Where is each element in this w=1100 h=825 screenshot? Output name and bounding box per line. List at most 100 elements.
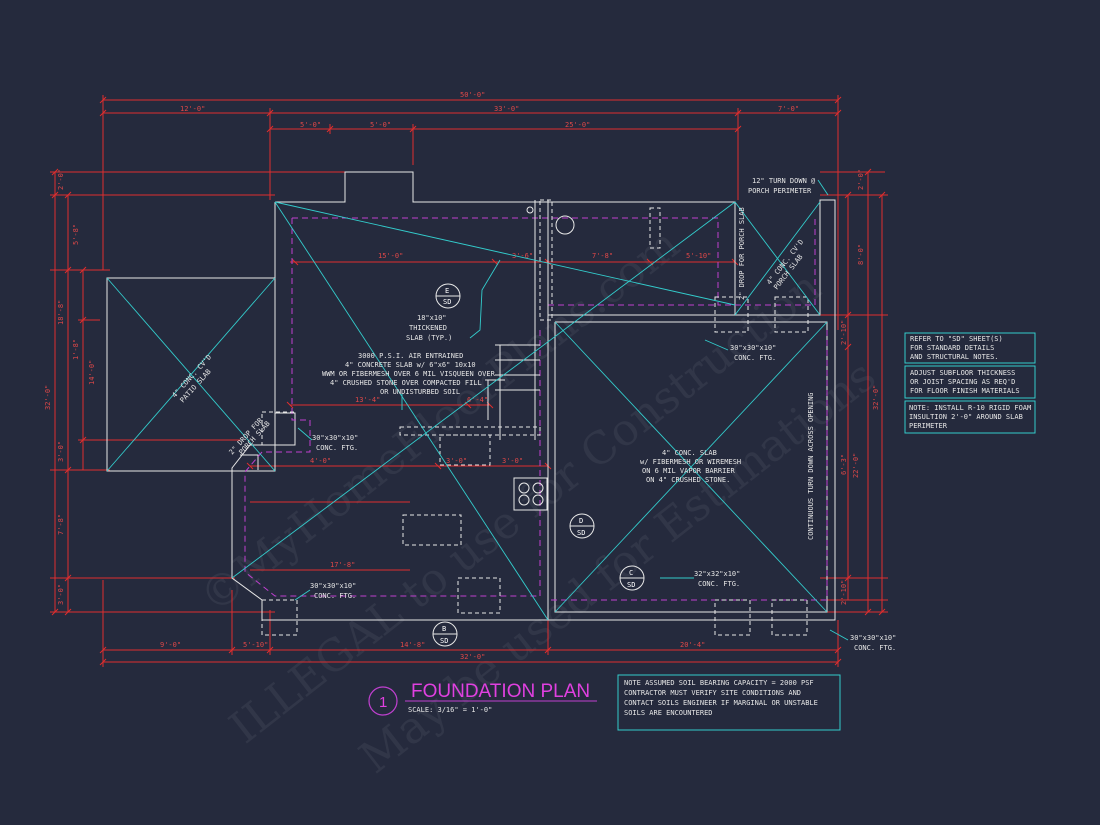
dim-left-b: 5'-8" <box>72 224 80 245</box>
note-1-line-1: REFER TO "SD" SHEET(S) <box>910 335 1003 343</box>
svg-text:30"x30"x10": 30"x30"x10" <box>730 344 776 352</box>
svg-text:4" CONC. SLAB: 4" CONC. SLAB <box>662 449 717 457</box>
section-tag-b[interactable]: B SD <box>432 621 458 647</box>
svg-text:32"x32"x10": 32"x32"x10" <box>694 570 740 578</box>
footing-note-2: 30"x30"x10" CONC. FTG. <box>310 582 356 600</box>
dim-left-total: 32'-0" <box>44 385 52 410</box>
dim-bot-left: 9'-0" <box>160 641 181 649</box>
svg-text:CONC. FTG.: CONC. FTG. <box>698 580 740 588</box>
note-3-line-3: PERIMETER <box>909 422 948 430</box>
dimension-lines <box>50 95 888 667</box>
svg-text:CONC. FTG.: CONC. FTG. <box>314 592 356 600</box>
svg-text:D: D <box>579 517 583 525</box>
note-2-line-1: ADJUST SUBFLOOR THICKNESS <box>910 369 1015 377</box>
section-tag-c[interactable]: C SD <box>619 565 645 591</box>
dim-int-a: 15'-0" <box>378 252 403 260</box>
svg-text:PORCH PERIMETER: PORCH PERIMETER <box>748 187 812 195</box>
page-title: FOUNDATION PLAN <box>411 681 590 702</box>
svg-text:18"x10": 18"x10" <box>417 314 447 322</box>
svg-text:B: B <box>442 625 446 633</box>
note-3-line-1: NOTE: INSTALL R-10 RIGID FOAM <box>909 404 1031 412</box>
svg-text:SD: SD <box>627 581 635 589</box>
dim-left-g: 14'-0" <box>88 360 96 385</box>
footing-note-1: 30"x30"x10" CONC. FTG. <box>312 434 358 452</box>
svg-text:CONTACT SOILS ENGINEER IF MARG: CONTACT SOILS ENGINEER IF MARGINAL OR UN… <box>624 699 818 707</box>
title-number: 1 <box>379 694 387 711</box>
dim-top-left: 12'-0" <box>180 105 205 113</box>
soil-bearing-note: NOTE ASSUMED SOIL BEARING CAPACITY = 200… <box>617 674 841 731</box>
dim-right-e: 22'-0" <box>852 453 860 478</box>
dim-sub-a: 5'-0" <box>300 121 321 129</box>
dim-top-mid: 33'-0" <box>494 105 519 113</box>
svg-text:SLAB (TYP.): SLAB (TYP.) <box>406 334 452 342</box>
section-tag-e[interactable]: E SD <box>435 283 461 309</box>
dim-bot-d: 20'-4" <box>680 641 705 649</box>
dimension-labels: 50'-0" 12'-0" 33'-0" 7'-0" 5'-0" 5'-0" 2… <box>44 91 880 661</box>
dim-int-h: 3'-0" <box>502 457 523 465</box>
dim-overall-bottom: 32'-0" <box>460 653 485 661</box>
svg-text:w/ FIBERMESH OR WIREMESH: w/ FIBERMESH OR WIREMESH <box>640 458 741 466</box>
svg-text:3000 P.S.I. AIR ENTRAINED: 3000 P.S.I. AIR ENTRAINED <box>358 352 463 360</box>
note-2-line-3: FOR FLOOR FINISH MATERIALS <box>910 387 1020 395</box>
svg-text:CONC. FTG.: CONC. FTG. <box>854 644 896 652</box>
section-tags: E SD D SD C SD B SD <box>432 283 645 647</box>
dim-right-total: 32'-0" <box>872 385 880 410</box>
footing-note-3: 30"x30"x10" CONC. FTG. <box>730 344 776 362</box>
dim-int-i: 4'-0" <box>310 457 331 465</box>
note-1-line-3: AND STRUCTURAL NOTES. <box>910 353 999 361</box>
svg-text:ON 6 MIL VAPOR BARRIER: ON 6 MIL VAPOR BARRIER <box>642 467 736 475</box>
dim-top-right: 7'-0" <box>778 105 799 113</box>
dim-right-f: 2'-10" <box>840 580 848 605</box>
dim-sub-b: 5'-0" <box>370 121 391 129</box>
svg-text:30"x30"x10": 30"x30"x10" <box>850 634 896 642</box>
svg-text:SD: SD <box>577 529 585 537</box>
svg-text:30"x30"x10": 30"x30"x10" <box>310 582 356 590</box>
svg-text:CONTRACTOR MUST VERIFY SITE CO: CONTRACTOR MUST VERIFY SITE CONDITIONS A… <box>624 689 801 697</box>
section-tag-d[interactable]: D SD <box>569 513 595 539</box>
svg-text:SOILS ARE ENCOUNTERED: SOILS ARE ENCOUNTERED <box>624 709 713 717</box>
svg-text:CONC. FTG.: CONC. FTG. <box>316 444 358 452</box>
general-notes: REFER TO "SD" SHEET(S) FOR STANDARD DETA… <box>904 332 1036 434</box>
dim-int-d: 5'-10" <box>686 252 711 260</box>
dim-right-a: 2'-0" <box>857 169 865 190</box>
dim-right-b: 8'-0" <box>857 244 865 265</box>
title-number-circle <box>368 686 398 716</box>
svg-text:ON 4" CRUSHED STONE.: ON 4" CRUSHED STONE. <box>646 476 730 484</box>
dim-right-c: 2'-10" <box>840 320 848 345</box>
dim-int-j: 17'-8" <box>330 561 355 569</box>
dim-int-c: 7'-8" <box>592 252 613 260</box>
title-scale: SCALE: 3/16" = 1'-0" <box>408 706 492 714</box>
svg-text:4" CRUSHED STONE OVER COMPACTE: 4" CRUSHED STONE OVER COMPACTED FILL <box>330 379 482 387</box>
turn-down-note: 12" TURN DOWN @ PORCH PERIMETER <box>748 177 816 195</box>
dim-int-b: 3'-6" <box>512 252 533 260</box>
slab-spec-note-right: 4" CONC. SLAB w/ FIBERMESH OR WIREMESH O… <box>640 449 741 484</box>
footing-note-4: 32"x32"x10" CONC. FTG. <box>694 570 740 588</box>
svg-text:C: C <box>629 569 633 577</box>
dim-right-d: 6'-3" <box>840 454 848 475</box>
svg-text:NOTE ASSUMED SOIL BEARING CAPA: NOTE ASSUMED SOIL BEARING CAPACITY = 200… <box>624 679 814 687</box>
note-3-line-2: INSULTION 2'-0" AROUND SLAB <box>909 413 1023 421</box>
note-1-line-2: FOR STANDARD DETAILS <box>910 344 994 352</box>
svg-text:30"x30"x10": 30"x30"x10" <box>312 434 358 442</box>
dim-left-d: 3'-0" <box>57 441 65 462</box>
dim-bot-c: 14'-8" <box>400 641 425 649</box>
svg-text:SD: SD <box>443 298 451 306</box>
dim-left-h: 1'-8" <box>72 339 80 360</box>
svg-text:CONC. FTG.: CONC. FTG. <box>734 354 776 362</box>
dim-sub-c: 25'-0" <box>565 121 590 129</box>
dim-left-a: 2'-0" <box>57 169 65 190</box>
svg-text:THICKENED: THICKENED <box>409 324 447 332</box>
note-2-line-2: OR JOIST SPACING AS REQ'D <box>910 378 1015 386</box>
dim-left-c: 18'-8" <box>57 300 65 325</box>
dim-left-e: 7'-8" <box>57 514 65 535</box>
footing-note-5: 30"x30"x10" CONC. FTG. <box>850 634 896 652</box>
drop-porch-label-right: 2" DROP FOR PORCH SLAB <box>738 207 746 300</box>
dim-int-e: 13'-4" <box>355 396 380 404</box>
dim-bot-b: 5'-10" <box>243 641 268 649</box>
thickened-slab-note: 18"x10" THICKENED SLAB (TYP.) <box>406 314 452 342</box>
drawing-title-block: 1 FOUNDATION PLAN SCALE: 3/16" = 1'-0" <box>368 681 597 716</box>
continuous-turndown-label: CONTINUOUS TURN DOWN ACROSS OPENING <box>807 392 815 540</box>
slab-spec-note-left: 3000 P.S.I. AIR ENTRAINED 4" CONCRETE SL… <box>322 352 496 396</box>
svg-text:OR UNDISTURBED SOIL: OR UNDISTURBED SOIL <box>380 388 460 396</box>
